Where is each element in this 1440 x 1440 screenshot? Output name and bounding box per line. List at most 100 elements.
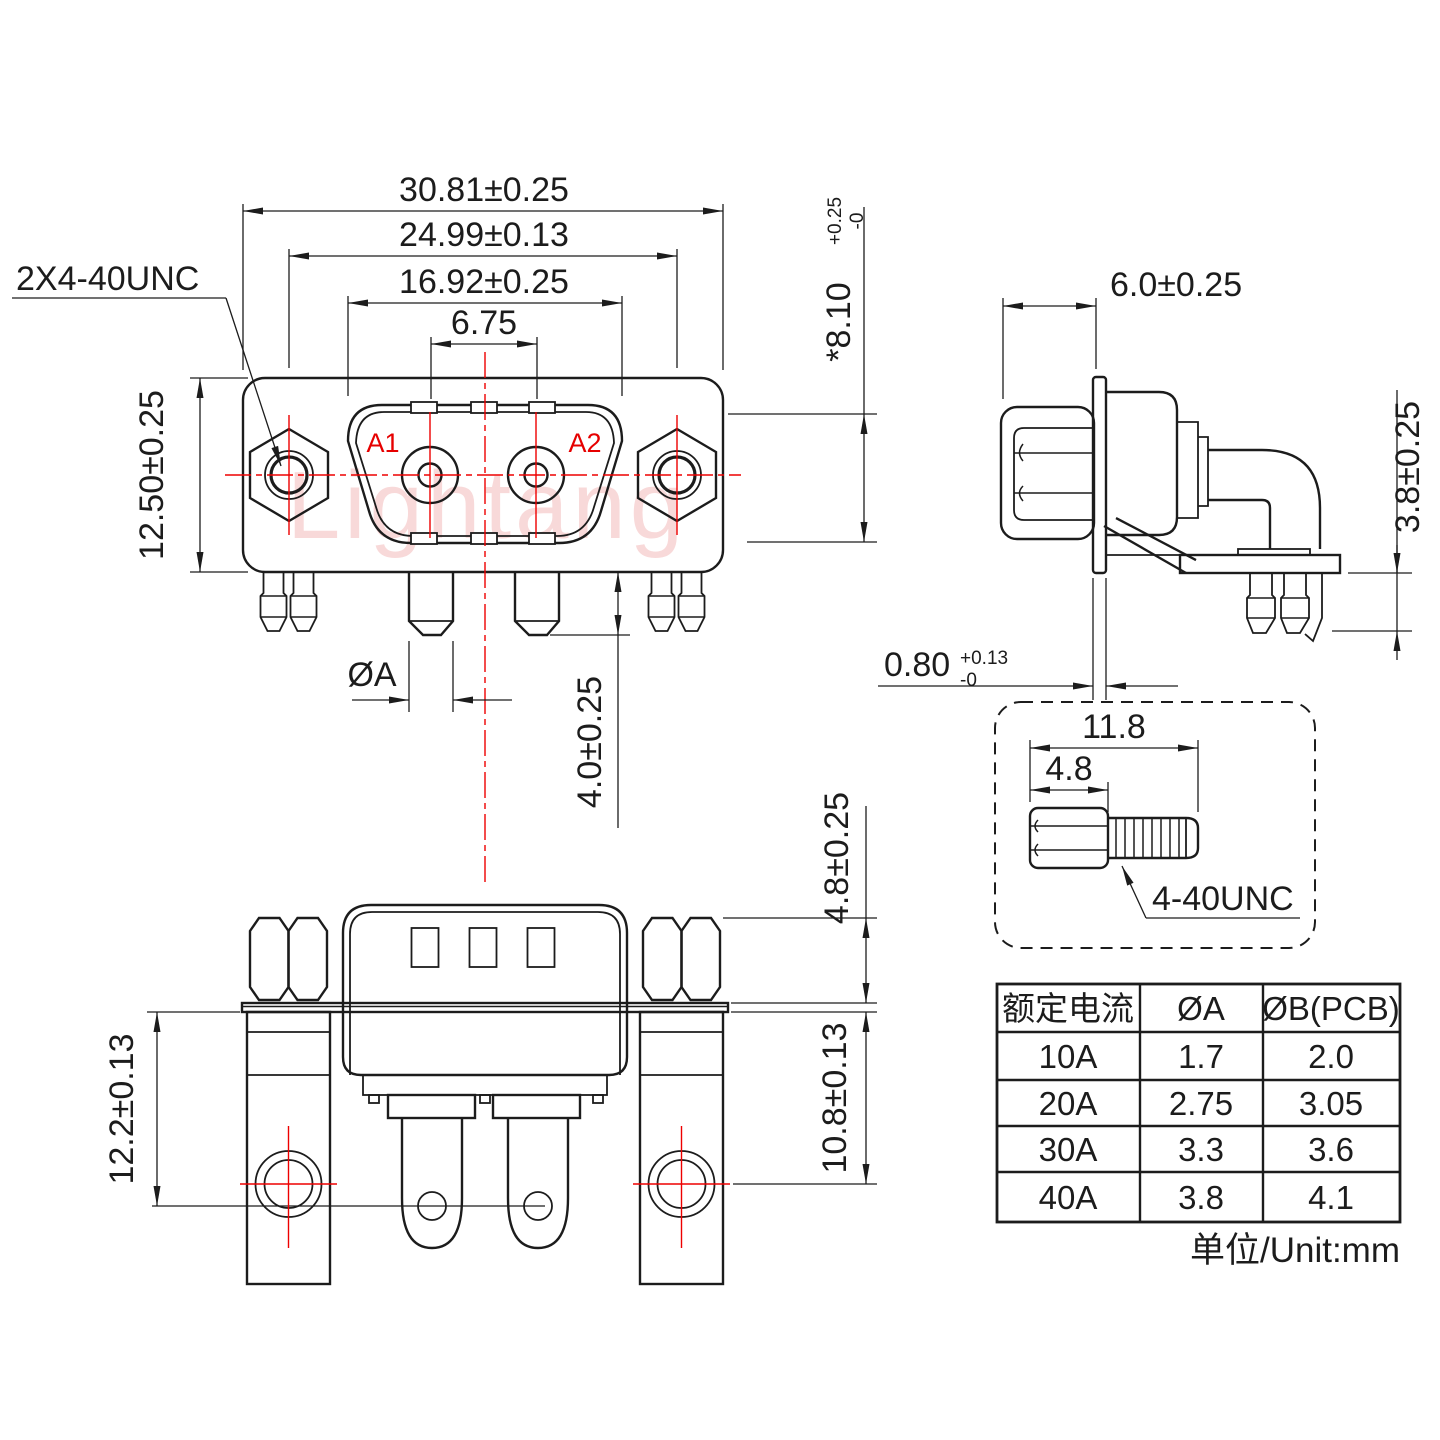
dim-mount-width: 24.99±0.13 [288, 216, 678, 368]
thread-callout-label: 2X4-40UNC [16, 260, 199, 298]
dim-bracket-height-label: 3.8±0.25 [1389, 401, 1427, 533]
screw-thread-callout: 4-40UNC [1121, 865, 1300, 919]
side-press-fit-legs [1246, 572, 1323, 643]
dim-shell-width: 16.92±0.25 [347, 263, 623, 396]
dim-standoff-label: 4.8±0.25 [818, 792, 856, 924]
dim-screw-head-label: 4.8 [1045, 750, 1092, 788]
table-header-dia-a: ØA [1177, 990, 1225, 1027]
dim-right-height: 10.8±0.13 [731, 1011, 877, 1185]
dim-outer-width-label: 30.81±0.25 [399, 171, 569, 209]
screw-head [1028, 806, 1110, 870]
cell-current: 20A [1039, 1085, 1098, 1122]
table-row: 20A 2.75 3.05 [1039, 1085, 1363, 1122]
shell-notch [470, 401, 498, 414]
dim-bracket-height: 3.8±0.25 [1332, 390, 1427, 660]
dim-body-height: 12.50±0.25 [133, 377, 248, 573]
table-border [995, 982, 1402, 1224]
table-header-current: 额定电流 [1002, 990, 1134, 1027]
insulator-tab [479, 1094, 491, 1104]
power-pins [407, 572, 561, 637]
table-row: 30A 3.3 3.6 [1039, 1131, 1354, 1168]
dim-left-height: 12.2±0.13 [103, 1011, 240, 1206]
dim-flange-tol-minus: -0 [960, 670, 977, 691]
dim-left-height-label: 12.2±0.13 [103, 1033, 141, 1184]
cell-dia-a: 3.8 [1178, 1179, 1224, 1216]
dim-pin-dia-label: ØA [347, 656, 396, 694]
dim-shell-height: *8.10 +0.25 -0 [728, 197, 877, 543]
bracket-legs [259, 572, 706, 632]
dim-right-height-label: 10.8±0.13 [816, 1022, 854, 1173]
dim-screw-head: 4.8 [1030, 750, 1109, 812]
mounting-flange [1091, 375, 1108, 575]
shell-notch [528, 532, 556, 545]
cell-dia-b: 2.0 [1308, 1038, 1354, 1075]
bent-pin-outer [1208, 448, 1322, 549]
dim-shell-height-tol-plus: +0.25 [825, 197, 846, 245]
contact-a1-label: A1 [366, 428, 399, 458]
dim-flange-thickness: 0.80 +0.13 -0 [878, 578, 1178, 700]
dim-mount-width-label: 24.99±0.13 [399, 216, 569, 254]
contact-a2-label: A2 [568, 428, 601, 458]
front-centerlines [240, 1126, 730, 1248]
front-hood-inner [349, 911, 621, 1075]
dim-pin-length: 4.0±0.25 [550, 572, 630, 828]
spec-table: 额定电流 ØA ØB(PCB) 10A 1.7 2.0 20A 2.75 3.0… [995, 982, 1402, 1270]
dshell-inner [355, 411, 615, 537]
cell-dia-b: 3.05 [1299, 1085, 1363, 1122]
dim-flange-label: 0.80 [884, 646, 950, 684]
dim-pin-length-label: 4.0±0.25 [571, 676, 609, 808]
hex-screw-side [1013, 427, 1094, 521]
front-view: 12.2±0.13 10.8±0.13 4.8±0.25 [103, 792, 877, 1286]
cell-dia-a: 1.7 [1178, 1038, 1224, 1075]
cell-dia-b: 4.1 [1308, 1179, 1354, 1216]
dim-screw-total: 11.8 [1029, 708, 1199, 812]
front-hex-nut-left [248, 916, 329, 1002]
front-hex-nut-right [641, 916, 722, 1002]
cell-current: 10A [1039, 1038, 1098, 1075]
dim-shell-height-tol-minus: -0 [847, 213, 868, 230]
cell-dia-b: 3.6 [1308, 1131, 1354, 1168]
front-slot [526, 927, 556, 968]
power-post-right [506, 1118, 570, 1250]
dim-flange-tol-plus: +0.13 [960, 648, 1008, 669]
front-slot [410, 927, 440, 968]
dim-outer-width: 30.81±0.25 [242, 171, 724, 370]
cell-current: 40A [1039, 1179, 1098, 1216]
bent-pin-inner [1208, 498, 1272, 549]
table-row: 10A 1.7 2.0 [1039, 1038, 1354, 1075]
cell-dia-a: 2.75 [1169, 1085, 1233, 1122]
dim-shell-height-label: *8.10 [820, 282, 858, 361]
top-view: A1 A2 [12, 171, 877, 882]
dim-depth: 6.0±0.25 [1002, 266, 1242, 399]
shell-notch [528, 401, 556, 414]
cell-dia-a: 3.3 [1178, 1131, 1224, 1168]
table-row: 40A 3.8 4.1 [1039, 1179, 1354, 1216]
dim-depth-label: 6.0±0.25 [1110, 266, 1242, 304]
detail-box [994, 701, 1316, 949]
table-header-dia-b: ØB(PCB) [1262, 990, 1400, 1027]
screw-thread-label: 4-40UNC [1152, 880, 1294, 918]
dim-pin-dia: ØA [347, 641, 512, 712]
shell-notch [470, 532, 498, 545]
front-insulator [362, 1074, 608, 1096]
insulator-step2 [1198, 436, 1209, 507]
front-hood-outer [341, 903, 629, 1077]
unit-note: 单位/Unit:mm [1190, 1231, 1400, 1270]
screw-thread [1107, 816, 1200, 860]
insulator-tab [592, 1094, 604, 1104]
housing-side [1106, 390, 1179, 537]
post-shoulder-right [491, 1093, 582, 1120]
front-flange [240, 1001, 730, 1014]
centerlines [225, 352, 741, 882]
side-view: 6.0±0.25 3.8±0.25 0.80 +0.13 -0 [878, 266, 1427, 700]
power-post-left [400, 1118, 464, 1250]
shell-notch [410, 532, 438, 545]
dim-standoff: 4.8±0.25 [723, 792, 877, 1004]
cell-current: 30A [1039, 1131, 1098, 1168]
bracket-foot [1178, 553, 1342, 575]
dim-screw-total-label: 11.8 [1082, 708, 1146, 746]
dshell-outer [346, 403, 624, 545]
insulator-step1 [1177, 421, 1199, 519]
